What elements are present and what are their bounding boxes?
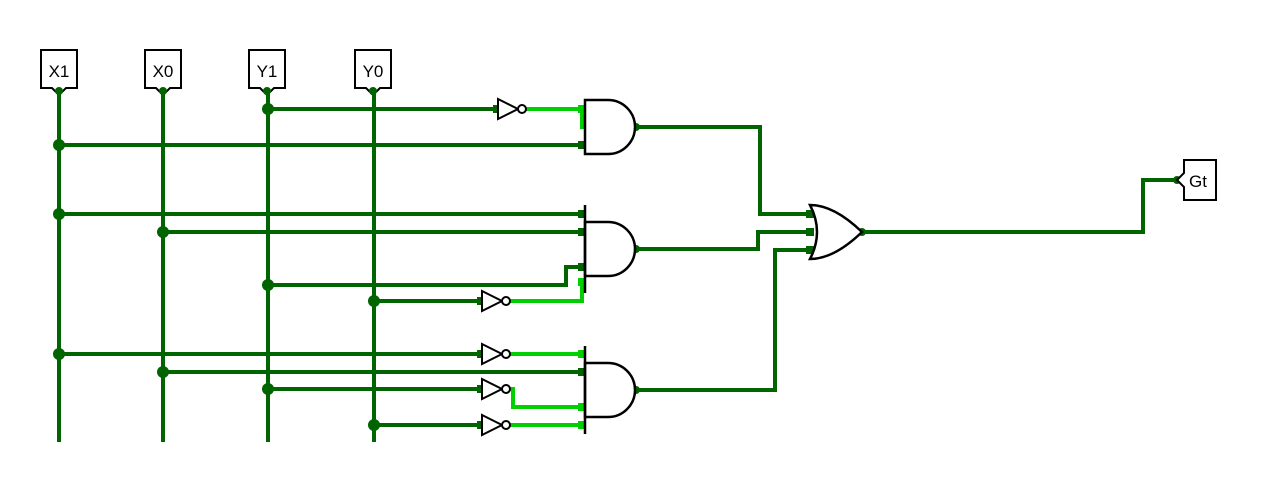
wire-not2-out bbox=[509, 280, 584, 303]
and-gate-2 bbox=[583, 220, 637, 278]
wire-not4-out bbox=[509, 387, 584, 409]
not-gate-4 bbox=[481, 377, 511, 401]
wire-y1-to-and2 bbox=[266, 265, 586, 287]
or-gate bbox=[807, 203, 864, 261]
not-gate-1 bbox=[497, 97, 527, 121]
output-pin-gt[interactable]: Gt bbox=[1175, 159, 1217, 201]
not-gate-2 bbox=[481, 289, 511, 313]
wire-and3-to-or bbox=[634, 248, 812, 392]
input-pin-y1[interactable]: Y1 bbox=[248, 49, 286, 97]
wire-or-to-output bbox=[860, 178, 1179, 234]
input-label-x0: X0 bbox=[153, 62, 174, 81]
not-gate-5 bbox=[481, 413, 511, 437]
input-label-x1: X1 bbox=[49, 62, 70, 81]
not-gate-3 bbox=[481, 342, 511, 366]
port-stubs bbox=[477, 105, 814, 429]
and-gate-1 bbox=[583, 98, 637, 156]
wires-bright bbox=[509, 107, 584, 427]
wire-and1-to-or bbox=[634, 125, 812, 216]
wire-and2-to-or bbox=[634, 230, 812, 251]
input-pin-y0[interactable]: Y0 bbox=[354, 49, 392, 97]
output-label-gt: Gt bbox=[1189, 172, 1207, 191]
input-label-y1: Y1 bbox=[257, 62, 278, 81]
and-gate-3 bbox=[583, 361, 637, 419]
input-label-y0: Y0 bbox=[363, 62, 384, 81]
